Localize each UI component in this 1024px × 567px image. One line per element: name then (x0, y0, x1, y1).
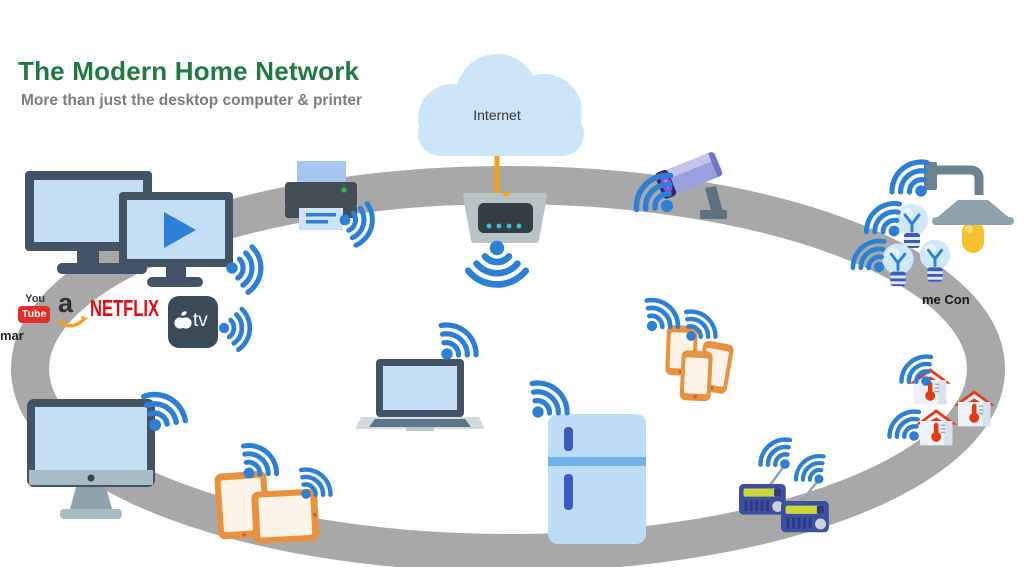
router-modem (463, 192, 547, 243)
youtube-logo-text-top: You (25, 293, 46, 305)
youtube-logo-text-box: Tube (18, 306, 51, 323)
page-subtitle: More than just the desktop computer & pr… (21, 92, 363, 109)
desktop-computer-icon (27, 399, 155, 519)
wifi-signal-icon (217, 307, 251, 350)
netflix-logo: NETFLIX (90, 295, 159, 321)
wall-lamp-icon (924, 162, 1014, 253)
wifi-signal-icon (468, 241, 526, 285)
smart-bulb-icon (894, 202, 930, 250)
refrigerator-icon (548, 414, 646, 544)
page-title: The Modern Home Network (18, 56, 360, 86)
partial-text-left: mar (0, 328, 24, 343)
laptop-icon (355, 359, 485, 431)
amazon-smile-arrow (81, 316, 88, 323)
play-button-icon (164, 212, 196, 248)
printer-icon (285, 161, 357, 230)
tv-screens (25, 171, 233, 287)
tablets-icon (214, 470, 320, 544)
partial-text-home-control: me Con (922, 292, 970, 307)
apple-tv-logo-text: tv (193, 310, 208, 331)
youtube-logo: You Tube (18, 293, 51, 323)
cloud-label: Internet (473, 107, 521, 123)
network-ring (11, 166, 1005, 567)
apple-logo-icon (174, 311, 192, 329)
router-status-lights (486, 223, 522, 229)
internet-cloud-icon (418, 54, 584, 156)
apple-tv-logo (168, 296, 218, 348)
amazon-logo-letter: a (58, 288, 74, 318)
amazon-smile-icon (57, 318, 85, 328)
